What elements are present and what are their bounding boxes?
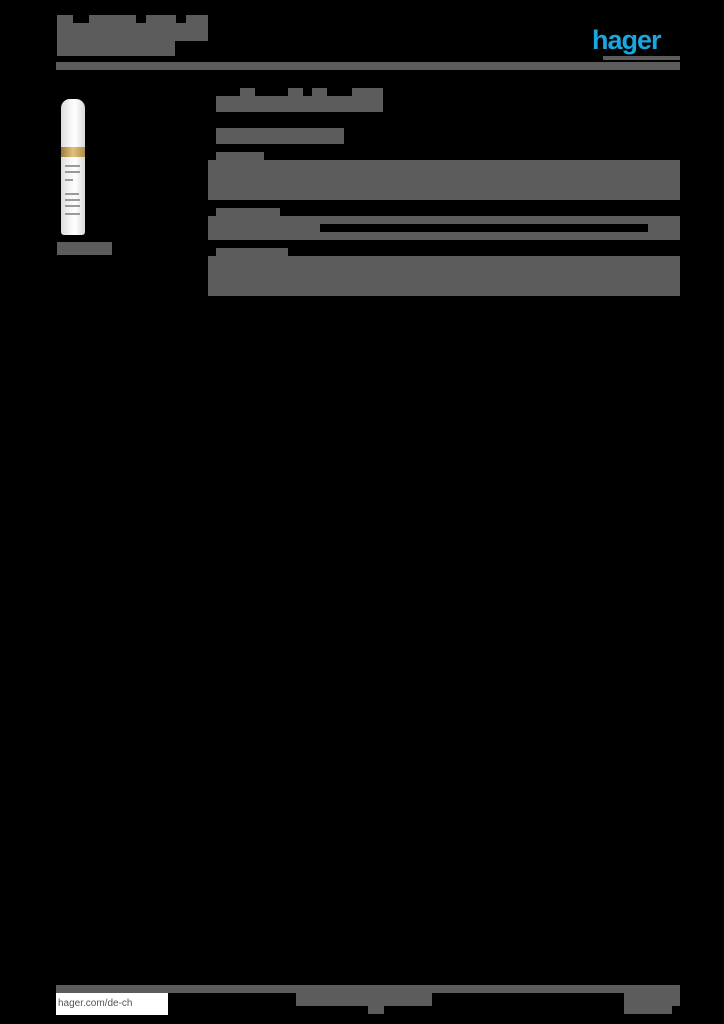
product-title (216, 96, 383, 112)
footer-right-text-2 (624, 1005, 672, 1014)
product-title-block (288, 88, 303, 98)
product-image (57, 97, 87, 237)
product-title-block (240, 88, 255, 98)
logo-underline (603, 56, 680, 60)
hager-logo: hager (592, 25, 662, 55)
header-divider (56, 62, 680, 70)
footer-center-text (296, 993, 432, 1006)
section-1-heading (216, 152, 264, 161)
header-subtitle-line (57, 40, 175, 56)
product-title-block (312, 88, 327, 98)
bottle-gold-band (61, 147, 85, 157)
section-2-row-value (648, 224, 680, 232)
header-title-block (57, 15, 73, 25)
footer-right-text (624, 993, 680, 1006)
header-title-block (186, 15, 208, 25)
product-image-caption (57, 242, 112, 255)
section-2-heading (216, 208, 280, 217)
header-title-line (57, 23, 208, 41)
section-2-row-bottom (208, 232, 680, 240)
section-2-row-label (208, 224, 320, 232)
spray-can-icon (61, 99, 85, 235)
footer-page-number (368, 1005, 384, 1014)
section-3-body (208, 256, 680, 296)
footer-website-link[interactable]: hager.com/de-ch (56, 993, 168, 1015)
footer-divider (56, 985, 680, 993)
section-3-heading (216, 248, 288, 257)
product-title-block (352, 88, 383, 98)
product-subtitle (216, 128, 344, 144)
section-1-body (208, 160, 680, 200)
header-title-block (89, 15, 136, 25)
section-2-row-top (208, 216, 680, 224)
header-title-block (146, 15, 176, 25)
